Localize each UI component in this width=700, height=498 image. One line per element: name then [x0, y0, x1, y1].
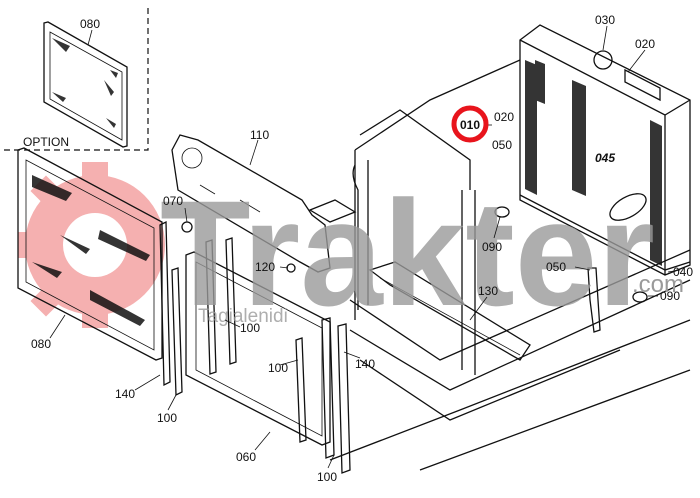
watermark-gear-icon	[18, 162, 165, 328]
watermark-domain: .com	[632, 271, 684, 298]
shroud-110	[171, 134, 331, 273]
part-label[interactable]: 100	[157, 411, 177, 425]
part-label[interactable]: 100	[268, 361, 288, 375]
part-label[interactable]: 120	[255, 260, 275, 274]
part-label[interactable]: 090	[660, 289, 680, 303]
panel-080	[17, 147, 163, 361]
part-label[interactable]: 140	[355, 357, 375, 371]
part-labels: 080 OPTION 110 030 020 010 020 050 045 0…	[23, 13, 693, 484]
watermark-brand: Trakter	[160, 169, 655, 337]
option-label: OPTION	[23, 135, 69, 149]
part-label[interactable]: 070	[163, 194, 183, 208]
highlight-ring-010	[451, 105, 489, 143]
radiator	[519, 24, 691, 276]
part-label[interactable]: 100	[240, 321, 260, 335]
part-label[interactable]: 090	[482, 240, 502, 254]
part-label[interactable]: 110	[250, 128, 269, 142]
part-label[interactable]: 030	[595, 13, 615, 27]
part-label[interactable]: 040	[673, 265, 693, 279]
option-panel-080	[43, 21, 128, 148]
part-label[interactable]: 050	[492, 138, 512, 152]
option-boundary	[0, 8, 149, 151]
leader-lines	[49, 25, 681, 469]
part-label[interactable]: 130	[478, 284, 498, 298]
part-label[interactable]: 080	[31, 337, 51, 351]
part-label-highlighted[interactable]: 010	[460, 118, 480, 132]
part-label[interactable]: 050	[546, 260, 566, 274]
part-label[interactable]: 100	[317, 470, 337, 484]
part-label[interactable]: 020	[494, 110, 514, 124]
part-label[interactable]: 045	[595, 151, 615, 165]
part-label[interactable]: 140	[115, 387, 135, 401]
part-label[interactable]: 080	[80, 17, 100, 31]
part-label[interactable]: 060	[236, 450, 256, 464]
chassis-frame	[308, 59, 691, 471]
watermark-tagline: Tagialenidi	[198, 306, 288, 327]
seal-strips-left	[159, 220, 237, 397]
part-label[interactable]: 020	[635, 37, 655, 51]
